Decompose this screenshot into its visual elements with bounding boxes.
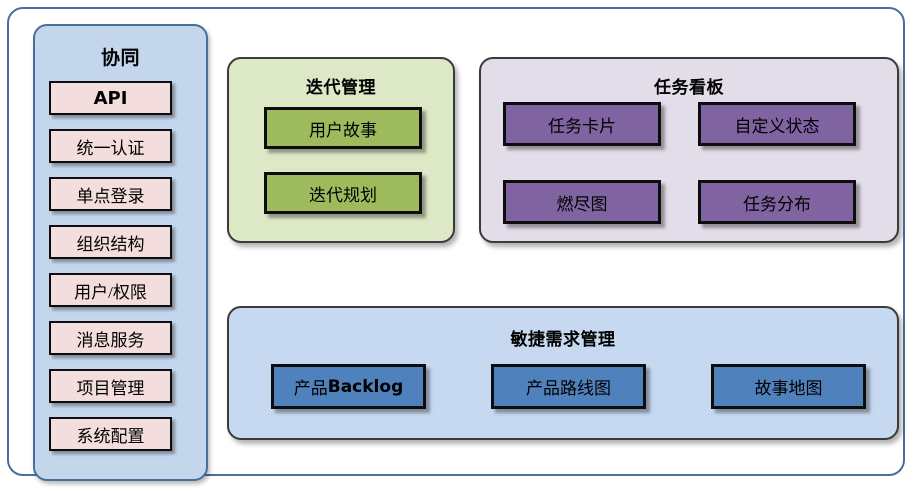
card-custom-status[interactable]: 自定义状态 [698,102,856,146]
card-burndown-chart[interactable]: 燃尽图 [503,180,661,224]
card-product-roadmap[interactable]: 产品路线图 [491,364,646,409]
card-story-map[interactable]: 故事地图 [711,364,866,409]
diagram-outer-frame: 协同 API 统一认证 单点登录 组织结构 用户/权限 消息服务 项目管理 系统… [7,7,905,481]
sidebar-item-message-service[interactable]: 消息服务 [49,321,172,355]
panel-iteration-management[interactable]: 迭代管理 用户故事 迭代规划 [227,57,455,243]
card-iteration-planning[interactable]: 迭代规划 [264,172,422,214]
sidebar-item-user-permission[interactable]: 用户/权限 [49,273,172,307]
sidebar-item-sso[interactable]: 单点登录 [49,177,172,211]
card-user-story[interactable]: 用户故事 [264,107,422,149]
sidebar-item-project-mgmt[interactable]: 项目管理 [49,369,172,403]
sidebar-item-system-config[interactable]: 系统配置 [49,417,172,451]
card-task-distribution[interactable]: 任务分布 [698,180,856,224]
panel-collaboration-title: 协同 [100,47,140,69]
sidebar-item-unified-auth[interactable]: 统一认证 [49,129,172,163]
card-task-card[interactable]: 任务卡片 [503,102,661,146]
sidebar-item-api[interactable]: API [49,81,172,115]
panel-task-board[interactable]: 任务看板 任务卡片 自定义状态 燃尽图 任务分布 [479,57,899,243]
panel-agile-requirements-title: 敏捷需求管理 [510,330,616,350]
panel-collaboration[interactable]: 协同 API 统一认证 单点登录 组织结构 用户/权限 消息服务 项目管理 系统… [33,24,208,481]
panel-task-board-title: 任务看板 [654,78,724,98]
panel-iteration-management-title: 迭代管理 [306,78,376,98]
sidebar-item-org-structure[interactable]: 组织结构 [49,225,172,259]
